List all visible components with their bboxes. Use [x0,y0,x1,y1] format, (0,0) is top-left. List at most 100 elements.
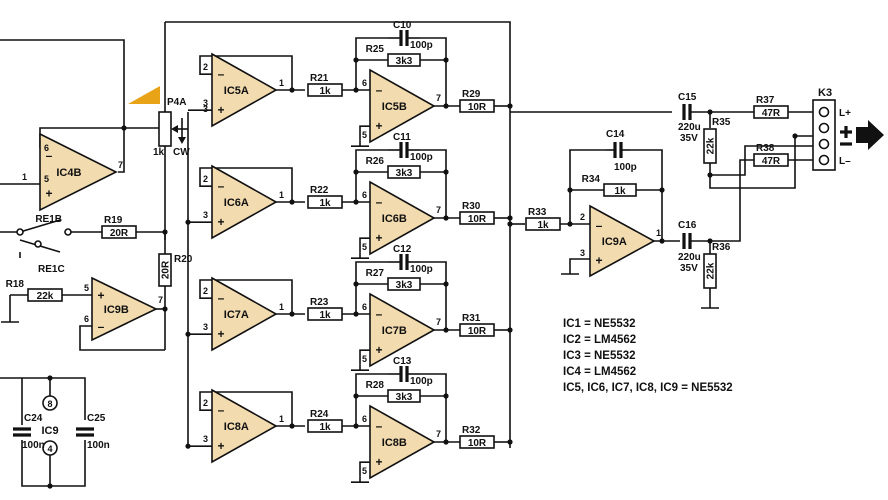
pot-label: P4A [167,97,186,108]
opamp-input-sign: + [375,455,382,469]
resistor-label-r32: R32 [462,425,481,436]
junction-dot [567,221,573,227]
feedback-cap-lead [420,261,447,330]
wire [0,39,125,128]
junction-dot [47,483,53,489]
opamp-input-sign: – [218,179,225,193]
supply-pin [42,440,58,456]
supply-pin-number: 4 [47,444,52,454]
resistor-value-r18: 22k [37,291,54,302]
pin-number: 5 [362,130,367,140]
opamp-input-sign: – [98,319,105,333]
pin-number: 5 [362,242,367,252]
wire [0,377,51,396]
opamp-input-sign: – [218,291,225,305]
feedback-cap-lead [420,149,447,218]
follower-feedback [199,167,293,202]
opamp-label-ic6b: IC6B [382,213,407,225]
capacitor-value-c16: 220u [678,252,701,263]
junction-dot [443,57,449,63]
pin-number: 7 [158,295,163,305]
feedback-cap-lead [420,373,447,442]
pin-number: 1 [279,78,284,88]
resistor-label-r21: R21 [310,73,329,84]
resistor-r29 [459,99,495,113]
resistor-value-r19: 20R [110,228,129,239]
opamp-input-sign: + [375,119,382,133]
junction-dot [792,133,798,139]
connector-pin [818,122,830,134]
pin-number: 1 [279,190,284,200]
pin-number: 7 [436,317,441,327]
pin-number: 3 [203,98,208,108]
capacitor-rating-c16: 35V [680,263,698,274]
resistor-r32 [459,435,495,449]
junction-dot [443,393,449,399]
capacitor-label-c11: C11 [393,132,411,143]
follower-feedback [199,391,293,426]
capacitor-value-c24: 100n [22,440,45,451]
resistor-label-r18: R18 [6,279,25,290]
resistor-value-r35: 22k [706,137,717,154]
capacitor-value-c10: 100p [410,40,433,51]
resistor-value-r20: 20R [161,260,172,279]
resistor-value-r22: 1k [319,198,331,209]
junction-dot [507,327,513,333]
opamp-input-sign: + [97,288,104,302]
connector-pin [818,138,830,150]
resistor-label-r35: R35 [712,117,731,128]
resistor-label-r30: R30 [462,201,481,212]
opamp-ic4b [39,132,118,212]
wire [79,325,165,351]
pin-number: 6 [44,143,49,153]
junction-dot [353,57,359,63]
pin-number: 3 [203,104,208,114]
wire [359,237,370,253]
resistor-label-r31: R31 [462,313,481,324]
resistor-r36 [703,253,717,289]
resistor-r20 [158,253,172,287]
capacitor-label-c16: C16 [678,220,697,231]
capacitor-label-c10: C10 [393,20,412,31]
pin-number: 6 [84,314,89,324]
relay-label-re1c: RE1C [38,264,65,275]
feedback-cap-lead [355,373,388,426]
resistor-label-r37: R37 [756,95,775,106]
junction-dot [353,311,359,317]
capacitor-label-c14: C14 [606,129,625,140]
relay-contact [34,240,42,248]
capacitor-rating-c15: 35V [680,133,698,144]
opamp-input-sign: + [595,254,602,268]
opamp-label-ic5b: IC5B [382,101,407,113]
pin-number: 6 [362,190,367,200]
supply-pin [42,395,58,411]
opamp-ic9a [589,204,656,278]
wire [690,159,755,242]
opamp-label-ic6a: IC6A [224,197,249,209]
opamp-input-sign: + [217,439,224,453]
junction-dot [353,199,359,205]
pin-number: 3 [203,434,208,444]
resistor-label-r29: R29 [462,89,481,100]
wire [49,440,86,487]
wires [0,21,815,489]
pin-number: 3 [203,210,208,220]
wire [569,149,606,224]
opamp-input-sign: + [375,231,382,245]
resistor-value-r23: 1k [319,310,331,321]
wire [359,349,370,365]
capacitor-label-c13: C13 [393,356,412,367]
resistor-value-r38: 47R [762,156,781,167]
pin-number: 1 [22,172,27,182]
opamp-label-ic4b: IC4B [56,167,81,179]
opamp-label-ic8a: IC8A [224,421,249,433]
resistor-label-r36: R36 [712,242,731,253]
resistor-label-r23: R23 [310,297,329,308]
resistor-r27 [387,277,421,291]
parts-list-line: IC5, IC6, IC7, IC8, IC9 = NE5532 [563,382,733,394]
capacitor-value-c11: 100p [410,152,433,163]
wiper-arrow [171,125,178,133]
junction-dot [289,311,295,317]
pin-number: 2 [580,212,585,222]
resistor-r26 [387,165,421,179]
